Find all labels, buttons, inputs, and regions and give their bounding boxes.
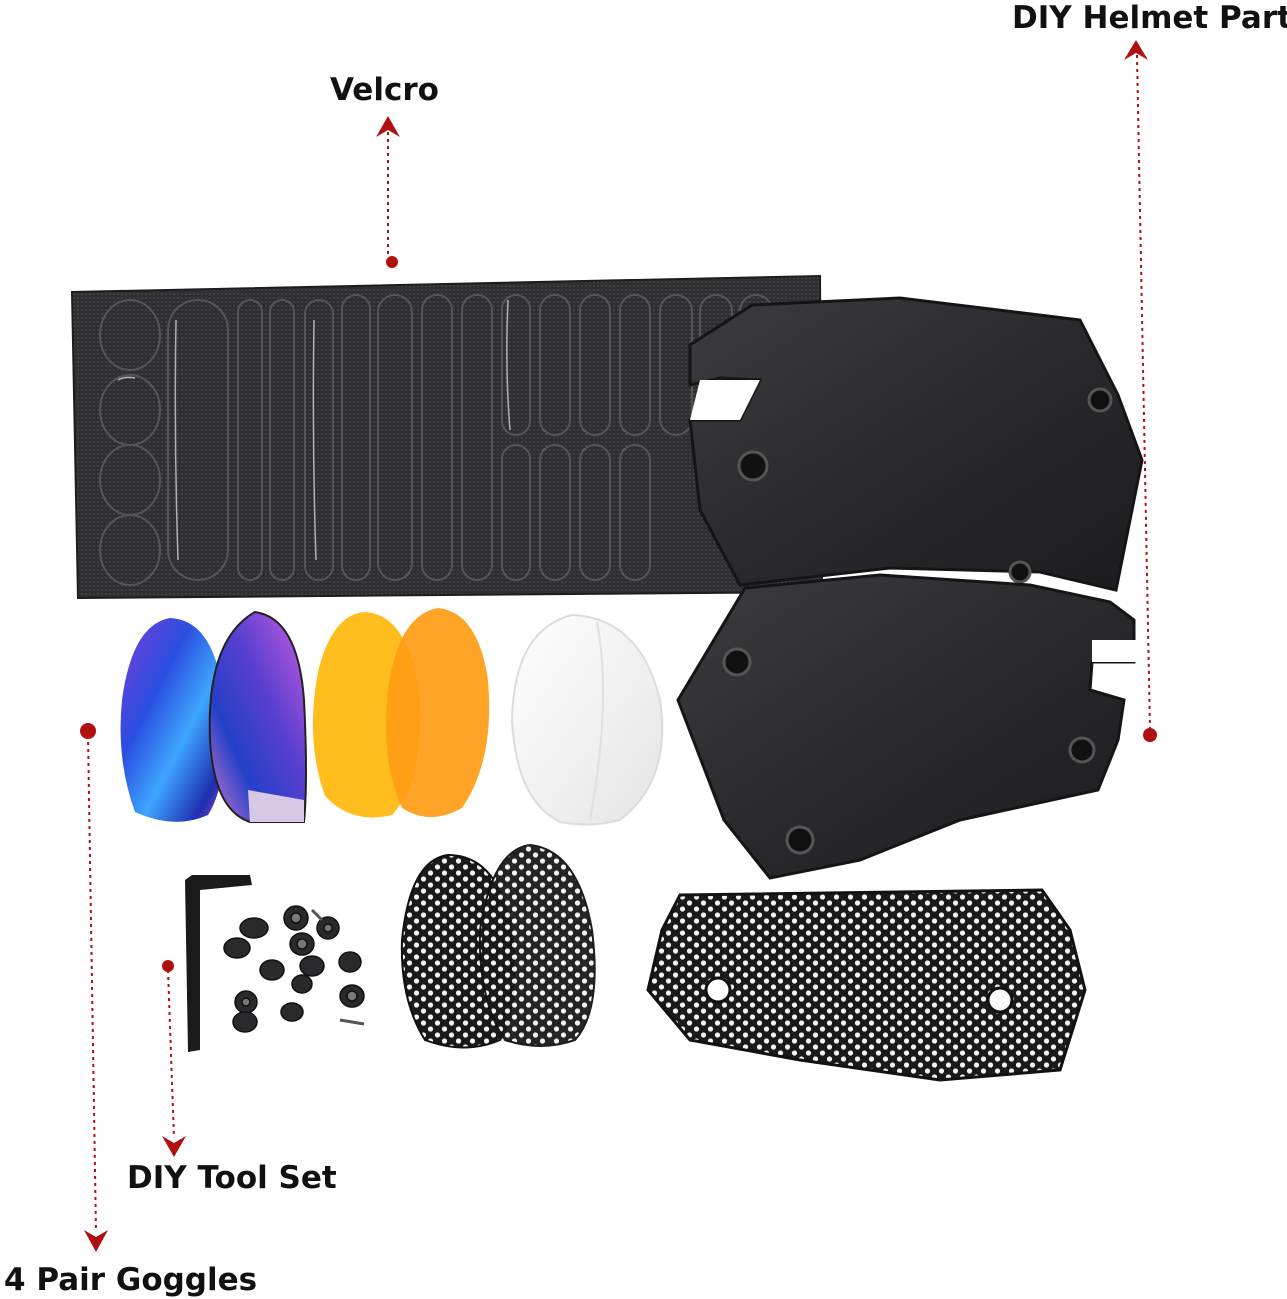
- goggles-pointer: [80, 723, 108, 1252]
- helmet-panel-top: [688, 296, 1144, 592]
- goggle-lens-amber: [312, 608, 490, 818]
- mesh-goggle-covers: [400, 843, 596, 1049]
- label-4-pair-goggles: 4 Pair Goggles: [4, 1262, 258, 1298]
- mesh-face-plate: [646, 888, 1087, 1082]
- label-diy-helmet-parts: DIY Helmet Parts: [1012, 0, 1287, 36]
- tool-set-pointer: [162, 960, 186, 1157]
- goggle-lens-clear: [510, 613, 664, 826]
- helmet-panel-bottom: [676, 573, 1136, 880]
- velcro-sheet: [70, 274, 824, 600]
- helmet-parts-pointer: [1124, 40, 1157, 742]
- velcro-pointer: [376, 116, 400, 268]
- screw-set: [223, 905, 365, 1033]
- label-velcro: Velcro: [330, 72, 439, 108]
- goggle-lens-iridescent: [120, 610, 307, 823]
- label-diy-tool-set: DIY Tool Set: [127, 1160, 337, 1196]
- allen-key-icon: [185, 875, 252, 1052]
